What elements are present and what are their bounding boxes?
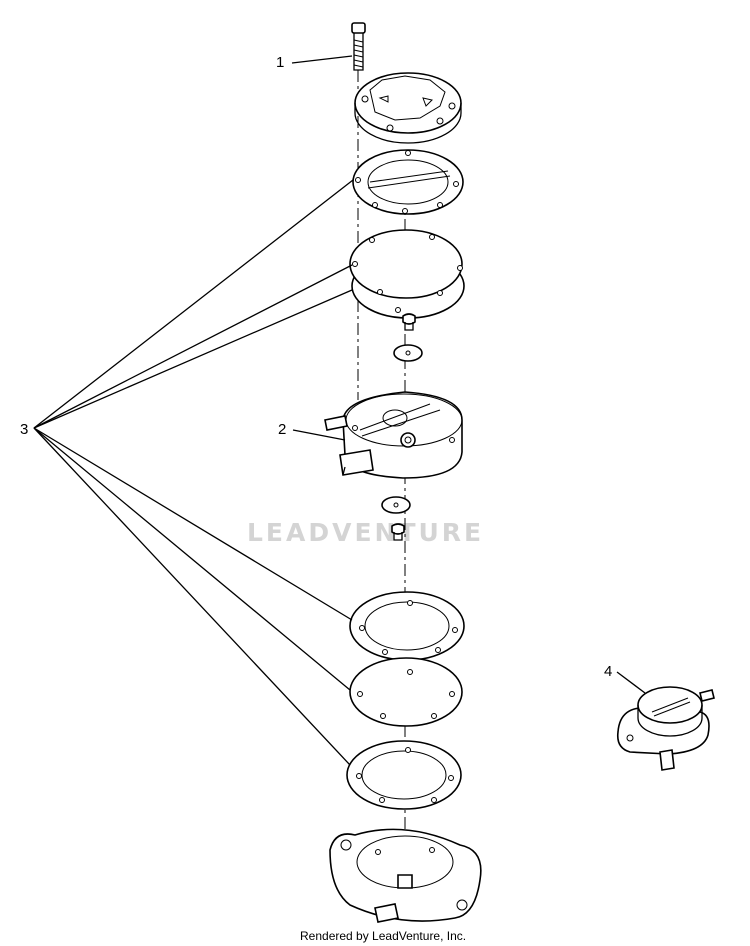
leader-3-d — [33, 427, 353, 621]
gasket-top-part — [352, 149, 464, 215]
callout-3: 3 — [20, 421, 28, 438]
leader-2 — [292, 429, 346, 441]
callout-4: 4 — [604, 663, 612, 680]
watermark: LEADVENTURE — [247, 518, 484, 547]
callout-2: 2 — [278, 421, 286, 438]
leader-4 — [616, 671, 646, 694]
callout-1: 1 — [276, 54, 284, 71]
gasket-bottom-part — [346, 740, 462, 810]
leader-3-e — [33, 427, 351, 691]
leader-3-a — [33, 179, 354, 429]
watermark-text: LEADVENTURE — [247, 518, 484, 547]
diaphragm-lower-part — [349, 657, 463, 727]
screw-part — [351, 22, 366, 71]
leader-3-b — [33, 264, 353, 429]
pump-base-part — [329, 828, 482, 923]
top-cover-part — [354, 72, 462, 144]
leader-3-c — [33, 289, 353, 429]
diaphragm-upper-part — [349, 229, 465, 319]
leader-1 — [291, 55, 353, 64]
leader-3-f — [33, 427, 351, 766]
check-valve-upper-part — [393, 313, 423, 362]
gasket-lower-part — [349, 591, 465, 661]
pump-body-part — [324, 391, 463, 479]
check-valve-lower-part — [381, 496, 411, 541]
assembled-pump-part — [616, 686, 715, 771]
leader-lines — [33, 55, 646, 766]
render-credit: Rendered by LeadVenture, Inc. — [300, 929, 466, 943]
